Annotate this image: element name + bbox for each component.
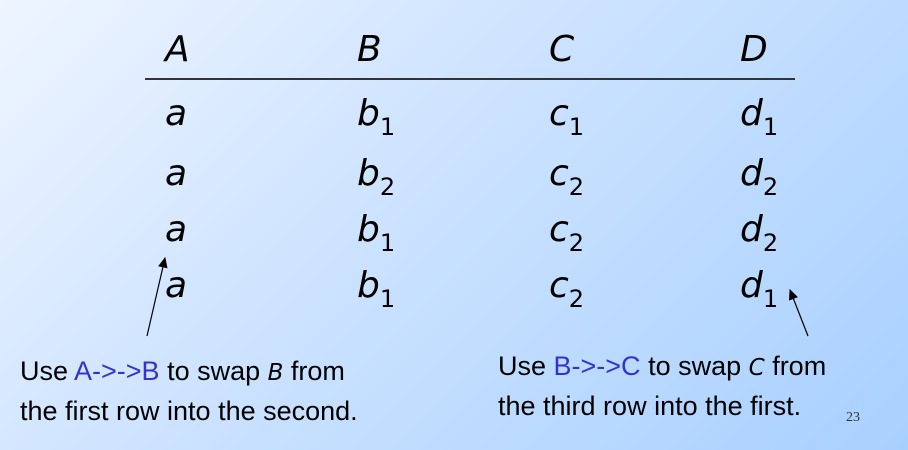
- table-cell: a: [165, 153, 188, 194]
- table-cell: a: [165, 265, 188, 306]
- mvd-command: B->->C: [553, 351, 641, 381]
- arrow-right: [789, 288, 809, 337]
- table-cell: d2: [740, 153, 779, 201]
- column-header: D: [740, 29, 768, 70]
- table-cell: d2: [740, 209, 779, 257]
- table-cell: b1: [357, 265, 396, 313]
- left-note: Use A->->B to swap B from the first row …: [20, 356, 358, 426]
- column-header: A: [165, 29, 190, 70]
- arrow-left: [146, 256, 168, 337]
- table-cell: d1: [740, 93, 779, 141]
- header-divider: [145, 78, 795, 80]
- table-cell: a: [165, 93, 188, 134]
- page-number: 23: [846, 410, 860, 425]
- table-cell: a: [165, 209, 188, 250]
- table-cell: c2: [549, 265, 585, 313]
- column-header: B: [357, 29, 382, 70]
- right-note: Use B->->C to swap C from the third row …: [498, 351, 827, 421]
- table-cell: c2: [549, 153, 585, 201]
- mvd-command: A->->B: [74, 356, 160, 386]
- table-cell: b1: [357, 209, 396, 257]
- table-cell: b2: [357, 153, 396, 201]
- table-cell: d1: [740, 265, 779, 313]
- table-cell: c2: [549, 209, 585, 257]
- table-cell: c1: [549, 93, 585, 141]
- column-header: C: [549, 29, 575, 70]
- table-cell: b1: [357, 93, 396, 141]
